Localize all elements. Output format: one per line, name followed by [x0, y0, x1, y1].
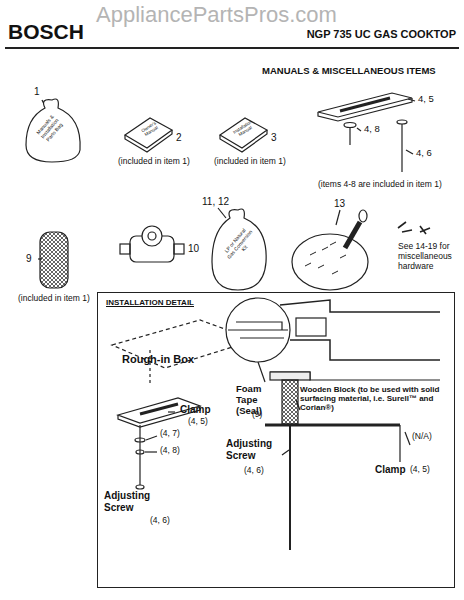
section-heading: MANUALS & MISCELLANEOUS ITEMS: [262, 66, 436, 77]
note: (included in item 1): [18, 294, 90, 304]
detail-panel: INSTALLATION DETAIL: [97, 292, 455, 588]
page-title: NGP 735 UC GAS COOKTOP: [307, 28, 456, 41]
callout-number: (N/A): [412, 432, 432, 442]
callout-number: (4, 8): [160, 446, 180, 456]
callout-number: 4, 8: [364, 124, 380, 135]
callout-number: (9): [252, 410, 262, 420]
brand-name: BOSCH: [8, 20, 84, 44]
callout-number: 11, 12: [202, 196, 229, 208]
callout-number: (4, 5): [188, 417, 208, 427]
part-label: Clamp: [180, 404, 211, 416]
note: See 14-19 for miscellaneous hardware: [398, 242, 456, 271]
callout-number: (4, 6): [150, 516, 170, 526]
callout-number: (4, 7): [160, 429, 180, 439]
part-label: Adjusting Screw: [104, 490, 164, 513]
part-label: Adjusting Screw: [226, 438, 282, 461]
callout-number: (4, 6): [244, 466, 264, 476]
note: (included in item 1): [214, 157, 286, 167]
callout-number: 4, 5: [418, 94, 434, 105]
callout-number: 4, 6: [416, 148, 432, 159]
callout-number: 3: [271, 132, 277, 144]
callout-number: 2: [176, 132, 182, 144]
part-label: Rough-in Box: [122, 353, 194, 366]
note: (included in item 1): [118, 157, 190, 167]
callout-number: 9: [26, 253, 32, 265]
watermark: AppliancePartsPros.com: [96, 2, 337, 27]
part-label: Wooden Block (to be used with solid surf…: [300, 385, 448, 413]
callout-number: 1: [34, 86, 40, 98]
panel-heading: INSTALLATION DETAIL: [106, 298, 194, 307]
note: (items 4-8 are included in item 1): [318, 180, 442, 190]
callout-number: (4, 5): [410, 465, 430, 475]
part-label: Clamp: [375, 464, 406, 476]
callout-number: 13: [334, 198, 345, 210]
callout-number: 10: [188, 243, 199, 255]
